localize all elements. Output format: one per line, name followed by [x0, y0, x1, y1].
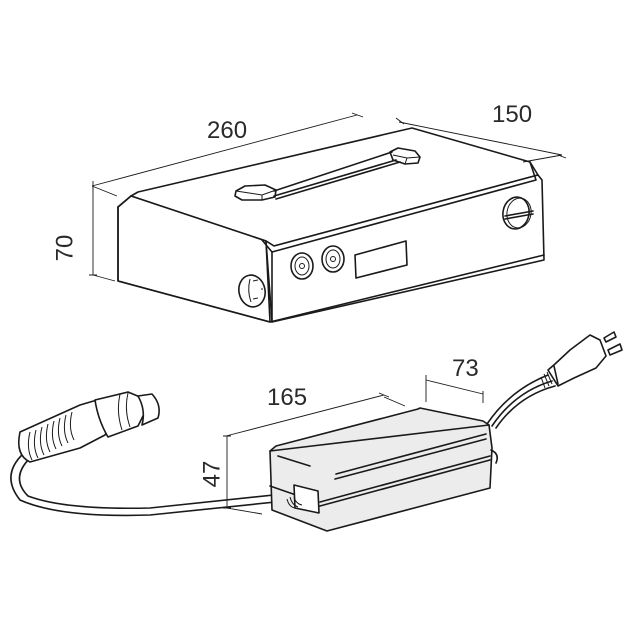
adapter-dimension-lines: [223, 375, 484, 515]
dimension-label-depth-150: 150: [492, 101, 533, 128]
slotted-screw-cap: [502, 196, 534, 230]
dc-connector-plug: [17, 391, 160, 463]
display-window: [354, 240, 408, 279]
dimension-label-length-260: 260: [207, 117, 248, 144]
dc-output-cable: [10, 452, 296, 517]
dimension-label-height-47: 47: [198, 460, 226, 488]
main-unit-dimension-lines: [89, 112, 567, 282]
dimension-label-height-70: 70: [51, 234, 79, 262]
dimension-label-depth-73: 73: [452, 355, 479, 382]
carry-handle: [234, 147, 421, 201]
coax-jack-2: [321, 245, 345, 273]
ac-two-prong-plug: [540, 331, 623, 389]
main-unit: [89, 112, 567, 323]
adapter-body: [269, 407, 498, 532]
dc-output-port: [293, 484, 320, 514]
dimension-label-length-165: 165: [267, 384, 308, 411]
coax-jack-1: [290, 252, 314, 280]
adapter: [10, 331, 623, 532]
ac-cord: [486, 374, 556, 429]
power-inlet-socket: [238, 274, 266, 308]
